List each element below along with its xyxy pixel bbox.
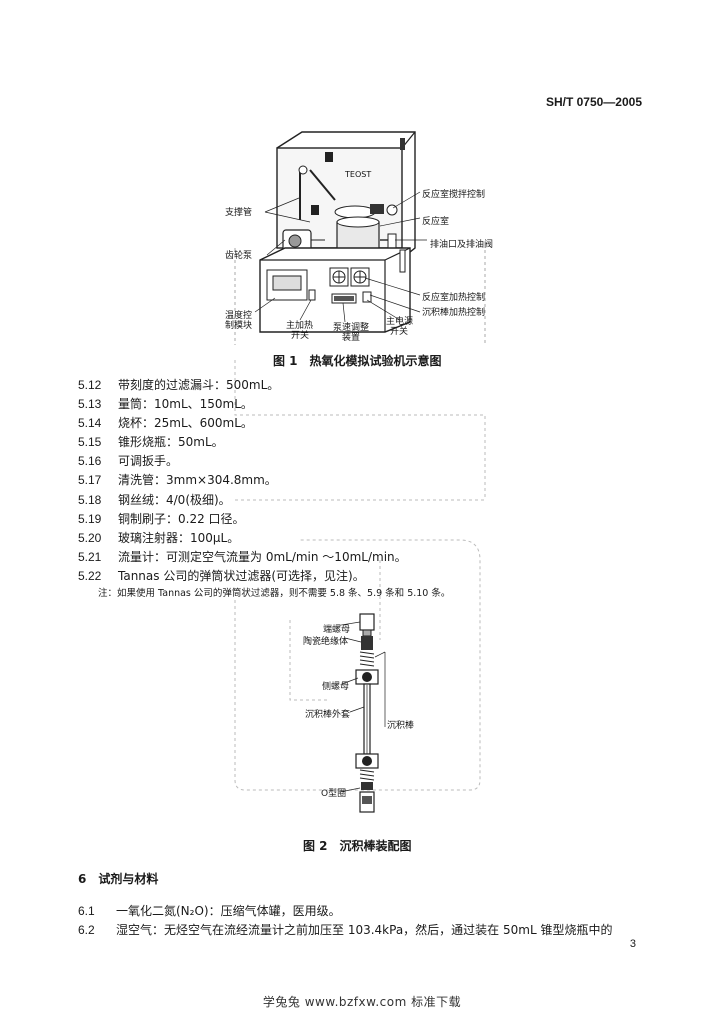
item-text: 玻璃注射器：100μL。 (118, 531, 240, 545)
footer-watermark: 学兔兔 www.bzfxw.com 标准下载 (262, 995, 462, 1009)
fig1-label-rod-heat-control: 沉积棒加热控制 (422, 308, 486, 318)
item-text: 带刻度的过滤漏斗：500mL。 (118, 378, 280, 392)
fig1-label-temp-module-2: 制模块 (225, 321, 253, 331)
paragraph: 6.2 湿空气：无烃空气在流经流量计之前加压至 103.4kPa，然后，通过装在 … (78, 921, 612, 938)
figure2-diagram (340, 613, 386, 813)
fig1-label-main-power-1: 主电源 (386, 317, 414, 327)
figure1-diagram: TEOST (234, 131, 486, 345)
fig1-label-stirring-control: 反应室搅拌控制 (422, 190, 486, 200)
fig1-label-main-power-2: 开关 (390, 327, 409, 337)
item-number: 6.1 (78, 904, 95, 918)
list-item: 5.13 量筒：10mL、150mL。 (78, 395, 253, 413)
item-text: 锥形烧瓶：50mL。 (118, 435, 224, 449)
item-number: 5.19 (78, 512, 102, 526)
page-number: 3 (629, 938, 636, 950)
list-item: 5.22 Tannas 公司的弹筒状过滤器(可选择，见注)。 (78, 567, 365, 585)
paragraph: 6.1 一氧化二氮(N₂O)：压缩气体罐，医用级。 (78, 902, 341, 919)
fig1-label-pump-speed-1: 泵速调整 (333, 323, 370, 333)
list-item: 5.15 锥形烧瓶：50mL。 (78, 433, 224, 451)
fig1-label-temp-module-1: 温度控 (225, 311, 253, 321)
fig2-label-rod-sleeve: 沉积棒外套 (305, 710, 351, 720)
item-number: 5.14 (78, 416, 102, 430)
figure2-caption: 图 2 沉积棒装配图 (303, 839, 412, 853)
fig1-label-reaction-chamber: 反应室 (422, 217, 450, 227)
list-item: 5.18 钢丝绒：4/0(极细)。 (78, 491, 231, 509)
item-text: 可调扳手。 (118, 454, 179, 468)
fig1-label-support-tube: 支撑管 (225, 208, 253, 218)
item-text: Tannas 公司的弹筒状过滤器(可选择，见注)。 (118, 569, 365, 583)
fig1-label-chamber-heat-control: 反应室加热控制 (422, 293, 486, 303)
item-number: 5.18 (78, 493, 102, 507)
list-item: 5.21 流量计：可测定空气流量为 0mL/min ～10mL/min。 (78, 548, 407, 566)
fig1-label-main-heat-switch-1: 主加热 (286, 321, 314, 331)
item-text: 铜制刷子：0.22 口径。 (118, 512, 245, 526)
fig1-label-drain-valve: 排油口及排油阀 (430, 240, 494, 250)
fig1-label-pump-speed-2: 装置 (342, 333, 361, 343)
list-item: 5.12 带刻度的过滤漏斗：500mL。 (78, 376, 279, 394)
item-number: 5.12 (78, 378, 102, 392)
list-item: 5.17 清洗管：3mm×304.8mm。 (78, 471, 277, 489)
fig2-label-deposit-rod: 沉积棒 (387, 721, 415, 731)
fig1-label-gear-pump: 齿轮泵 (225, 251, 253, 261)
item-number: 5.17 (78, 473, 102, 487)
list-item: 5.14 烧杯：25mL、600mL。 (78, 414, 253, 432)
fig2-label-ceramic-insulator: 陶瓷绝缘体 (303, 637, 349, 647)
list-item: 5.19 铜制刷子：0.22 口径。 (78, 510, 245, 528)
fig2-label-end-nut: 端螺母 (323, 625, 351, 635)
item-text: 流量计：可测定空气流量为 0mL/min ～10mL/min。 (118, 550, 407, 564)
figure1-caption: 图 1 热氧化模拟试验机示意图 (273, 354, 442, 368)
item-number: 5.20 (78, 531, 102, 545)
item-text: 清洗管：3mm×304.8mm。 (118, 473, 277, 487)
item-text: 烧杯：25mL、600mL。 (118, 416, 253, 430)
item-number: 6.2 (78, 923, 95, 937)
item-number: 5.15 (78, 435, 102, 449)
item-number: 5.16 (78, 454, 102, 468)
paragraph-text: 一氧化二氮(N₂O)：压缩气体罐，医用级。 (116, 904, 341, 918)
list-item: 5.20 玻璃注射器：100μL。 (78, 529, 239, 547)
paragraph-text: 湿空气：无烃空气在流经流量计之前加压至 103.4kPa，然后，通过装在 50m… (116, 923, 613, 937)
item-text: 钢丝绒：4/0(极细)。 (118, 493, 231, 507)
fig2-label-o-ring: O型圈 (321, 789, 347, 799)
item-number: 5.22 (78, 569, 102, 583)
list-item: 5.16 可调扳手。 (78, 452, 178, 470)
item-text: 量筒：10mL、150mL。 (118, 397, 253, 411)
item-number: 5.21 (78, 550, 102, 564)
section-heading: 6 试剂与材料 (78, 872, 159, 886)
note-text: 注：如果使用 Tannas 公司的弹筒状过滤器，则不需要 5.8 条、5.9 条… (98, 588, 451, 599)
standard-code: SH/T 0750—2005 (545, 95, 642, 109)
item-number: 5.13 (78, 397, 102, 411)
fig2-label-side-nut: 侧螺母 (322, 682, 350, 692)
fig1-label-main-heat-switch-2: 开关 (291, 331, 310, 341)
teost-label: TEOST (344, 170, 371, 179)
